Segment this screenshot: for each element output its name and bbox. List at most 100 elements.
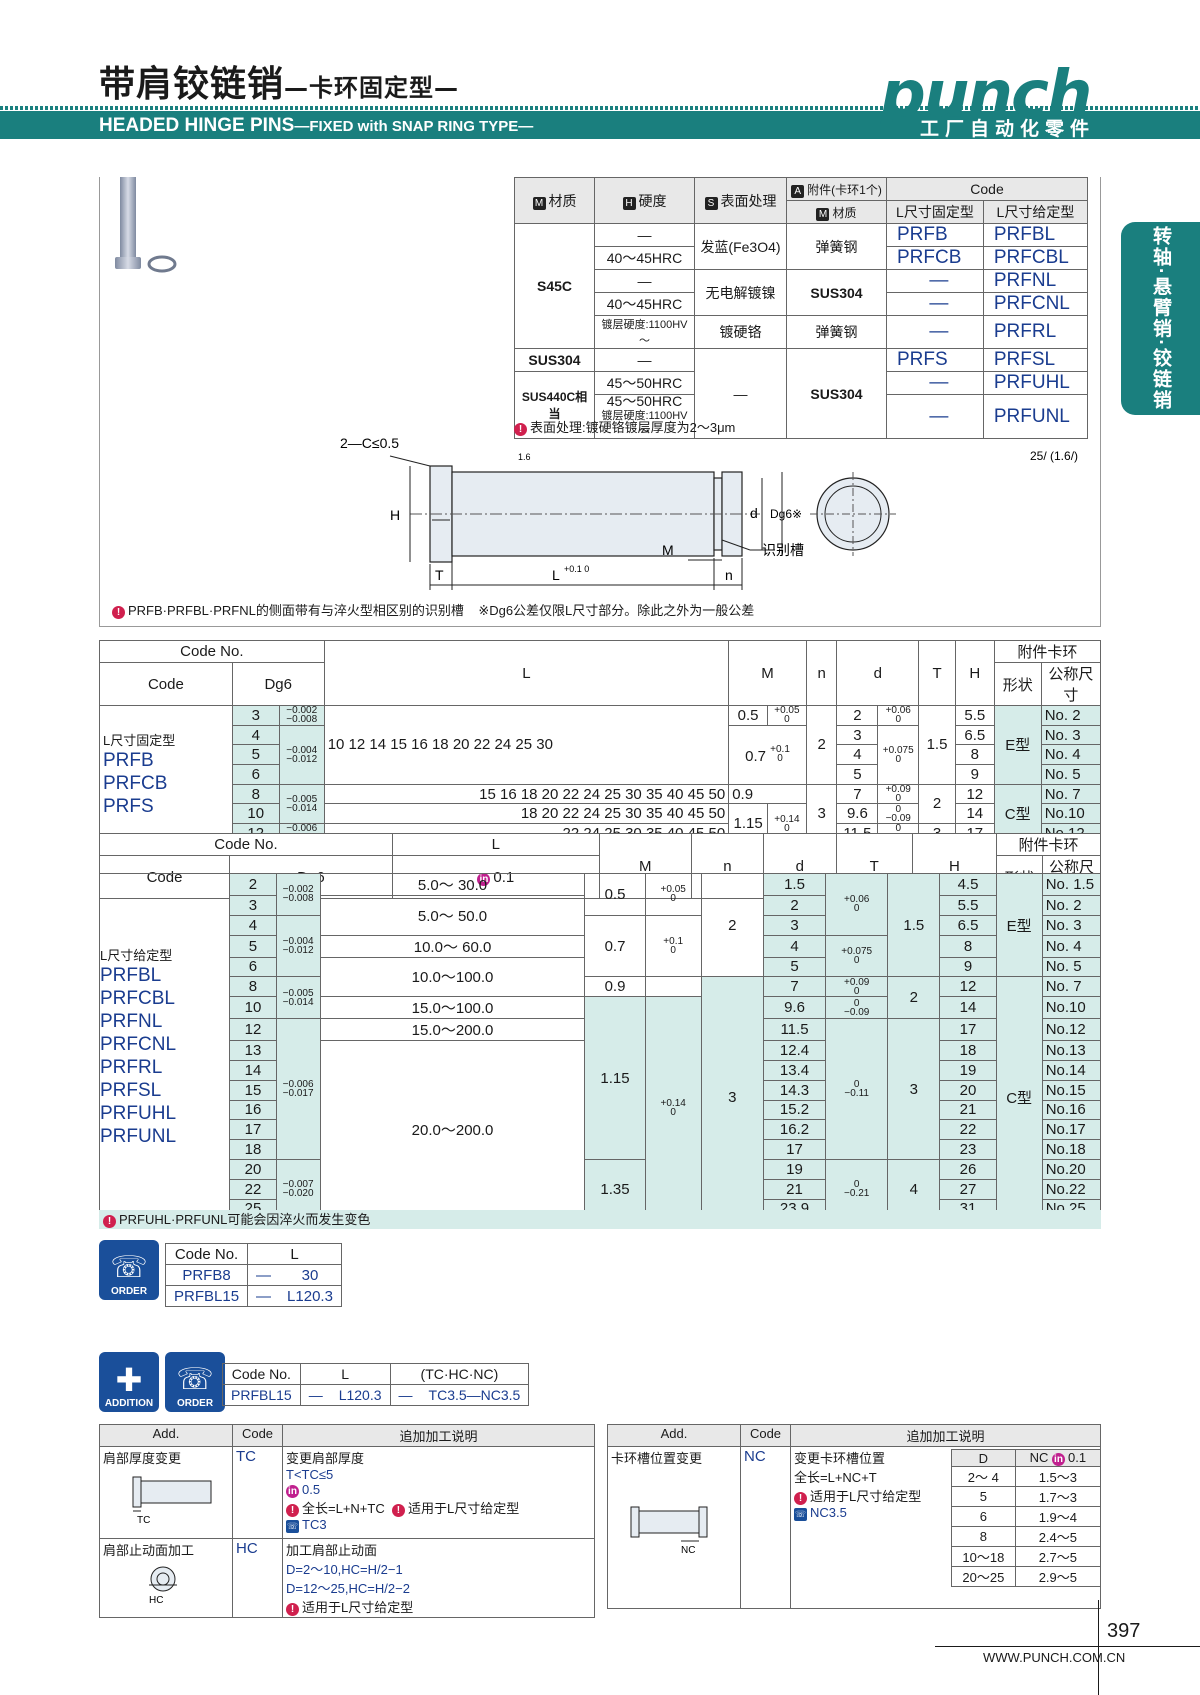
- order-L: L120.3: [279, 1285, 342, 1307]
- code-HC[interactable]: HC: [232, 1538, 283, 1618]
- hardness: —: [594, 348, 695, 372]
- th-code: Code: [99, 662, 233, 706]
- code-TC[interactable]: TC: [232, 1446, 283, 1539]
- dg6-tol: −0.002 −0.008: [278, 705, 325, 726]
- page-title: 带肩铰链销—卡环固定型—: [99, 55, 459, 107]
- add-TC: 肩部厚度变更 TC: [99, 1446, 233, 1539]
- dg6-value: 3: [231, 705, 280, 726]
- T-value: 2: [918, 783, 956, 825]
- roughness-symbol: 25/ (1.6/): [1030, 449, 1078, 463]
- dg6-value: 13: [229, 1040, 277, 1061]
- code-cell: L尺寸固定型 PRFB PRFCB PRFS: [99, 705, 233, 844]
- code-given[interactable]: PRFRL: [982, 315, 1089, 349]
- code-given[interactable]: PRFUHL: [982, 371, 1089, 395]
- code-given[interactable]: PRFCBL: [982, 246, 1089, 270]
- ring-size: No.12: [1041, 1018, 1102, 1042]
- H-value: 12: [954, 783, 995, 805]
- nc-D: 8: [951, 1526, 1016, 1547]
- dg6-value: 14: [229, 1059, 277, 1081]
- attach-mat: SUS304: [786, 269, 887, 316]
- d-value: 12.4: [762, 1040, 827, 1061]
- dg6-value: 18: [229, 1139, 277, 1160]
- M-value: 0.5: [584, 873, 646, 916]
- th-add: Add.: [99, 1424, 233, 1447]
- dg6-value: 5: [229, 934, 277, 958]
- ring-size: No.14: [1041, 1059, 1102, 1081]
- ring-size: No.22: [1041, 1178, 1102, 1200]
- M-tol: [644, 976, 702, 998]
- dg6-tol: −0.005 −0.014: [275, 976, 321, 1020]
- nc-range: 2.4～5: [1014, 1526, 1102, 1547]
- T-value: 1.5: [887, 872, 941, 978]
- attach-mat: 弹簧钢: [786, 223, 887, 270]
- sep: —: [299, 1384, 331, 1406]
- pin-drawing: 2—C≤0.5 1.6 H d Dg6※ T L +0.1 0 M n 识别槽 …: [340, 435, 1078, 590]
- svg-text:HC: HC: [149, 1595, 163, 1606]
- sep: —: [389, 1384, 421, 1406]
- spec-note: !表面处理:镀硬铬镀层厚度为2～3μm: [514, 417, 735, 436]
- th-codeno: Code No.: [99, 640, 325, 663]
- nc-range: 2.9～5: [1014, 1566, 1102, 1587]
- T-value: 2: [887, 976, 941, 1020]
- ring-size: No. 2: [1041, 895, 1102, 916]
- th-L: L: [299, 1363, 391, 1385]
- L-range: 5.0～ 30.0: [319, 873, 586, 896]
- footer-url[interactable]: WWW.PUNCH.COM.CN: [983, 1650, 1126, 1665]
- d-value: 3: [836, 724, 879, 746]
- dg6-value: 17: [229, 1119, 277, 1141]
- th-codeno: Code No.: [164, 1243, 249, 1265]
- H-value: 9: [954, 764, 995, 785]
- title-en-sub: —FIXED with SNAP RING TYPE—: [294, 118, 534, 135]
- code-fixed[interactable]: PRFS: [886, 348, 984, 372]
- ring-size: No.10: [1040, 803, 1102, 825]
- code-given[interactable]: PRFCNL: [982, 292, 1089, 316]
- code-given[interactable]: PRFNL: [982, 269, 1089, 293]
- table2-note: !PRFUHL·PRFUNL可能会因淬火而发生变色: [99, 1210, 1101, 1229]
- code-fixed: —: [886, 292, 984, 316]
- surface: 无电解镀镍: [694, 269, 787, 316]
- title-cn-sub: —卡环固定型—: [284, 74, 460, 102]
- order-code: PRFBL15: [164, 1285, 249, 1307]
- code-given[interactable]: PRFBL: [982, 223, 1089, 247]
- M-tol: +0.14 0: [644, 996, 702, 1220]
- H-value: 23: [939, 1139, 997, 1160]
- th-d: d: [836, 640, 920, 706]
- code-given[interactable]: PRFSL: [982, 348, 1089, 372]
- th-code: Code: [886, 177, 1088, 201]
- nc-D: 5: [951, 1486, 1016, 1507]
- sep: —: [247, 1264, 280, 1286]
- code-NC[interactable]: NC: [740, 1446, 791, 1609]
- H-value: 21: [939, 1099, 997, 1121]
- side-tab[interactable]: 转轴·悬臂销·铰链销: [1121, 222, 1200, 415]
- dg6-value: 10: [231, 803, 280, 825]
- d-tol: +0.09 0: [877, 783, 920, 805]
- hardness: 40～45HRC: [594, 292, 695, 316]
- code-fixed[interactable]: PRFB: [886, 223, 984, 247]
- groove-label: 识别槽: [762, 542, 804, 558]
- d-tol: 0 −0.09: [877, 803, 920, 825]
- header-stripe: [0, 106, 1200, 110]
- hardness: —: [594, 269, 695, 293]
- ring-shape: C型: [995, 976, 1043, 1220]
- order-L: 30: [279, 1264, 342, 1286]
- ring-size: No. 4: [1041, 934, 1102, 958]
- ring-size: No.13: [1041, 1040, 1102, 1061]
- chamfer-label: 2—C≤0.5: [340, 435, 399, 451]
- dg6-value: 3: [229, 895, 277, 916]
- th-H: H: [954, 640, 995, 706]
- nc-range: 2.7～5: [1014, 1546, 1102, 1567]
- code-given[interactable]: PRFUNL: [982, 394, 1089, 439]
- dg6-value: 4: [231, 724, 280, 746]
- d-value: 9.6: [836, 803, 879, 825]
- L-values: 10 12 14 15 16 18 20 22 24 25 30: [323, 705, 730, 785]
- label-L: L: [552, 567, 560, 583]
- code-fixed[interactable]: PRFCB: [886, 246, 984, 270]
- H-value: 18: [939, 1040, 997, 1061]
- th-desc: 追加加工说明: [790, 1424, 1101, 1447]
